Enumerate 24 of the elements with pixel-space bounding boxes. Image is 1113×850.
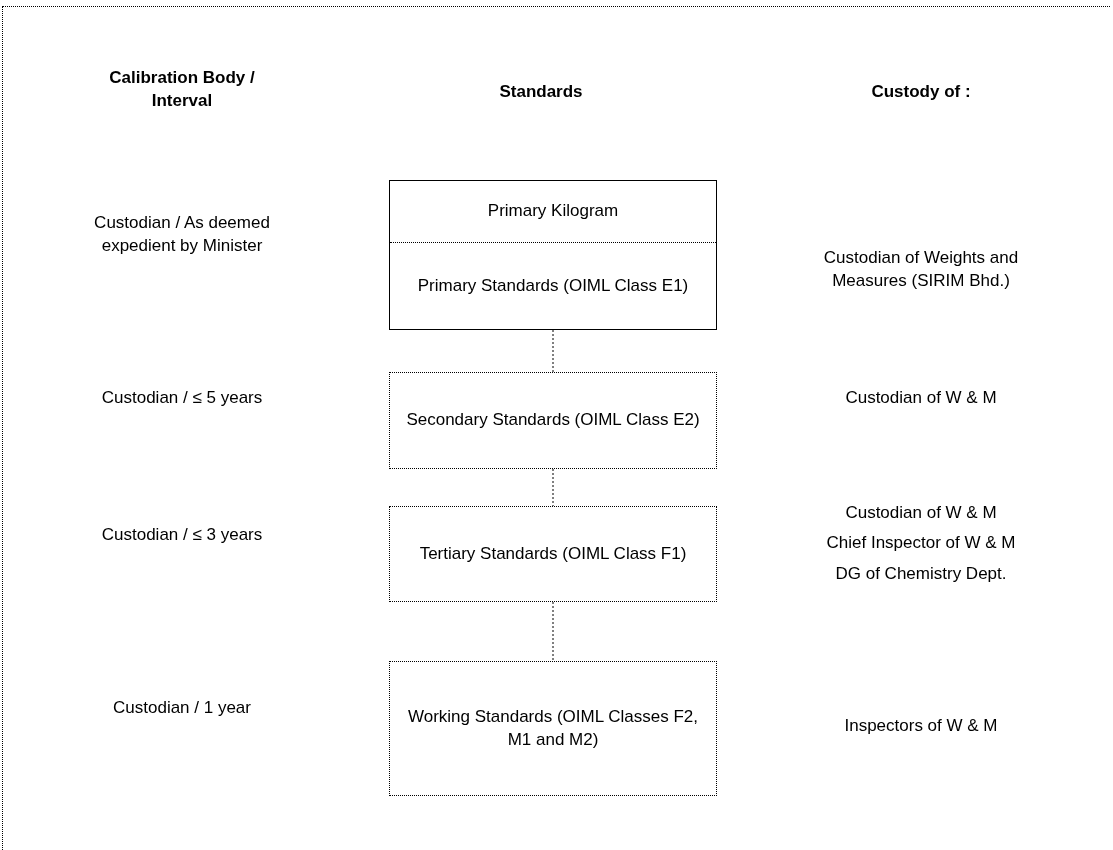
box-text: Working Standards (OIML Classes F2, M1 and M2)	[406, 705, 699, 751]
standard-box	[389, 506, 717, 602]
row-text: Custodian of W & M	[844, 501, 998, 524]
box-text: Tertiary Standards (OIML Class F1)	[419, 542, 687, 565]
box-text: Secondary Standards (OIML Class E2)	[406, 409, 700, 432]
row-text: Custodian / ≤ 3 years	[100, 523, 264, 546]
standard-box	[389, 372, 717, 469]
row-text: DG of Chemistry Dept.	[834, 562, 1008, 585]
column-heading: Standards	[498, 80, 584, 103]
row-text: Custodian of W & M	[844, 386, 998, 409]
row-text: Custodian of Weights and Measures (SIRIM Bhd.)	[822, 247, 1020, 292]
row-text: Custodian / 1 year	[112, 696, 252, 719]
row-text: Custodian / ≤ 5 years	[100, 386, 264, 409]
row-text: Inspectors of W & M	[843, 714, 999, 737]
column-heading: Calibration Body / Interval	[108, 67, 256, 112]
row-text: Custodian / As deemed expedient by Minister	[93, 212, 271, 257]
column-heading: Custody of :	[870, 80, 972, 103]
connector-line	[552, 601, 554, 662]
box-text: Primary Kilogram	[487, 200, 619, 223]
standard-box	[389, 661, 717, 796]
box-text: Primary Standards (OIML Class E1)	[417, 274, 689, 297]
standard-box	[389, 180, 717, 330]
row-text: Chief Inspector of W & M	[825, 531, 1017, 554]
connector-line	[552, 329, 554, 373]
